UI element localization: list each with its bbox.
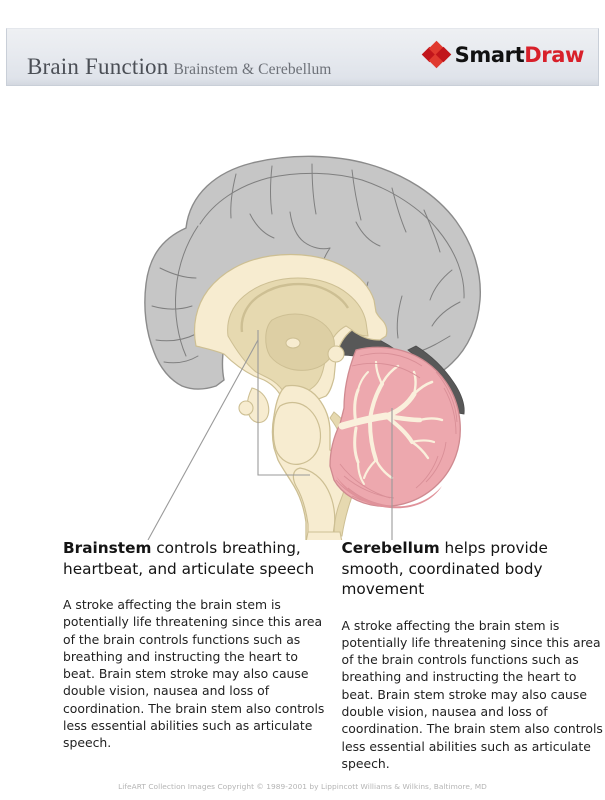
smartdraw-logo[interactable]: SmartDraw — [421, 40, 585, 70]
arbor-vitae — [338, 360, 444, 485]
brainstem-bracket — [257, 330, 310, 476]
logo-text-draw: Draw — [524, 42, 584, 67]
callout-leaders — [147, 330, 393, 540]
pineal-body — [327, 345, 345, 363]
spinal-cord-extension — [305, 531, 343, 540]
cerebellum-inferior-lobe — [336, 476, 442, 509]
callout-columns: Brainstem controls breathing, heartbeat,… — [0, 538, 605, 772]
callout-cerebellum-term: Cerebellum — [341, 539, 440, 557]
pituitary-gland — [238, 400, 254, 416]
brainstem-leader-line — [147, 339, 259, 540]
page-title-subtitle: Brainstem & Cerebellum — [173, 61, 332, 78]
brain-illustration — [0, 150, 605, 540]
callout-brainstem-headline-rest: controls breathing, heartbeat, and artic… — [63, 539, 315, 578]
logo-text-smart: Smart — [454, 42, 525, 67]
callout-brainstem-term: Brainstem — [63, 539, 152, 557]
cerebellum-shape — [329, 346, 461, 507]
callout-cerebellum-headline: Cerebellum helps provide smooth, coordin… — [342, 538, 605, 600]
callout-brainstem: Brainstem controls breathing, heartbeat,… — [63, 538, 327, 772]
pons-bulge — [272, 401, 322, 465]
internal-brain-structures — [193, 253, 388, 430]
callout-cerebellum-headline-rest: helps provide smooth, coordinated body m… — [341, 539, 548, 598]
footer-copyright: LifeART Collection Images Copyright © 19… — [118, 782, 487, 791]
fornix-arc — [240, 282, 350, 333]
brain-diagram-svg — [144, 155, 481, 540]
cerebellum-group — [329, 346, 461, 509]
page-title-main: Brain Function — [27, 54, 169, 79]
medulla-shape — [292, 467, 336, 540]
interthalamic-adhesion — [285, 337, 301, 349]
red-diamonds-icon — [421, 40, 451, 69]
callout-cerebellum-body: A stroke affecting the brain stem is pot… — [341, 617, 603, 771]
callout-brainstem-headline: Brainstem controls breathing, heartbeat,… — [63, 538, 327, 579]
smartdraw-wordmark: SmartDraw — [454, 42, 585, 67]
callout-cerebellum: Cerebellum helps provide smooth, coordin… — [342, 538, 605, 772]
callout-brainstem-body: A stroke affecting the brain stem is pot… — [63, 597, 325, 751]
